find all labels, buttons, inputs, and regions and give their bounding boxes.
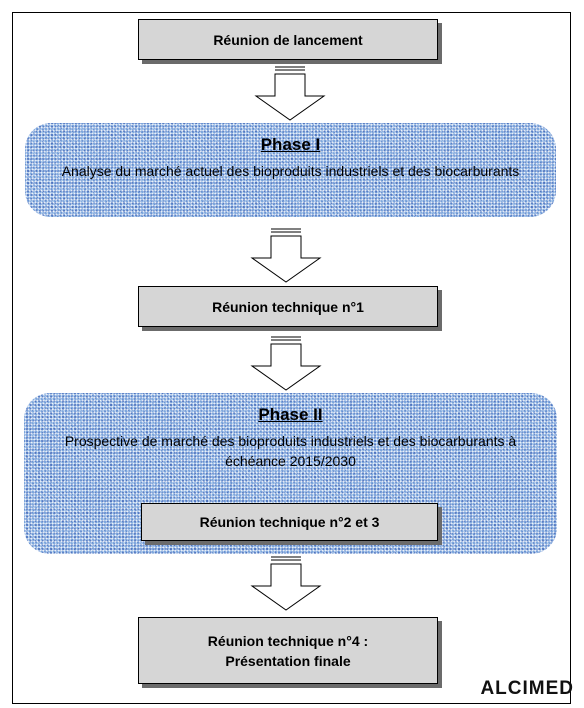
down-arrow-2 [250, 228, 322, 283]
final-presentation-box: Réunion technique n°4 : Présentation fin… [138, 617, 438, 684]
phase-1-block: Phase I Analyse du marché actuel des bio… [25, 123, 556, 217]
technical-meeting-2-3-box: Réunion technique n°2 et 3 [141, 503, 438, 541]
phase-2-block: Phase II Prospective de marché des biopr… [24, 393, 557, 554]
down-arrow-4 [250, 556, 322, 611]
technical-meeting-2-3-label: Réunion technique n°2 et 3 [199, 514, 380, 530]
kickoff-meeting-label: Réunion de lancement [213, 31, 363, 48]
final-meeting-line-1: Réunion technique n°4 : [207, 632, 369, 649]
phase-2-title: Phase II [258, 405, 323, 424]
down-arrow-1 [254, 66, 326, 121]
kickoff-meeting-box: Réunion de lancement [138, 19, 438, 60]
technical-meeting-1-box: Réunion technique n°1 [138, 286, 438, 327]
alcimed-logo: ALCIMED [480, 678, 574, 699]
phase-1-title: Phase I [260, 135, 321, 154]
phase-2-description: Prospective de marché des bioproduits in… [64, 433, 517, 469]
down-arrow-3 [250, 336, 322, 391]
technical-meeting-1-label: Réunion technique n°1 [212, 298, 364, 315]
phase-1-description: Analyse du marché actuel des bioproduits… [61, 163, 520, 179]
final-meeting-line-2: Présentation finale [225, 652, 351, 669]
